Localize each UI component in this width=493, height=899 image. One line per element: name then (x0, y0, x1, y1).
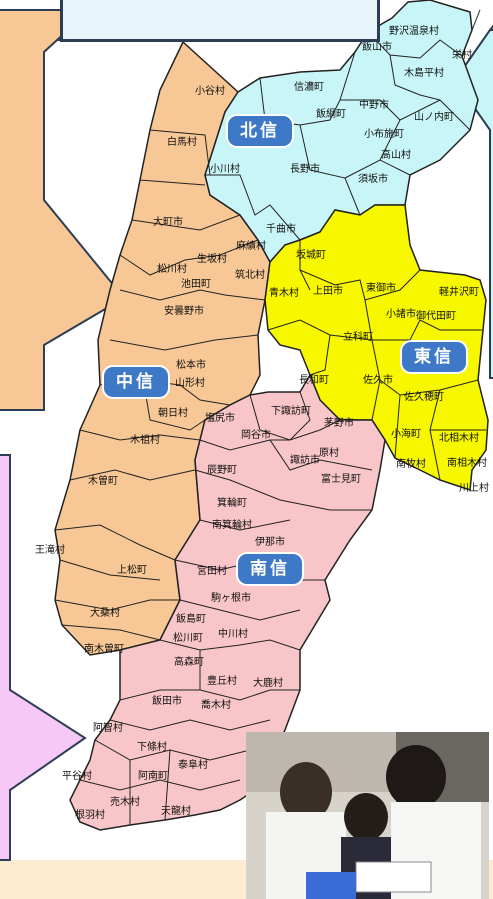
municipality-label-nanshin-16: 豊丘村 (207, 674, 237, 687)
municipality-label-chushin-7: 筑北村 (235, 268, 265, 281)
municipality-label-nanshin-5: 原村 (319, 446, 339, 459)
municipality-label-nanshin-0: 下諏訪町 (271, 404, 311, 417)
region-toushin (264, 204, 489, 492)
region-badge-hokushin: 北信 (228, 116, 292, 146)
municipality-label-chushin-18: 大桑村 (90, 606, 120, 619)
municipality-label-toushin-12: 南相木村 (447, 456, 487, 469)
municipality-label-toushin-8: 佐久穂町 (404, 390, 444, 403)
municipality-label-chushin-6: 池田町 (181, 277, 211, 290)
municipality-label-chushin-5: 松川村 (157, 262, 187, 275)
municipality-label-chushin-3: 麻績村 (236, 239, 266, 252)
municipality-label-nanshin-12: 飯島町 (176, 612, 206, 625)
municipality-label-hokushin-14: 坂城町 (296, 249, 326, 261)
municipality-label-toushin-13: 川上村 (459, 481, 489, 494)
municipality-label-chushin-4: 生坂村 (197, 252, 227, 265)
municipality-label-toushin-9: 小海町 (391, 427, 421, 440)
municipality-label-chushin-15: 木曽町 (88, 474, 118, 487)
municipality-label-nanshin-1: 岡谷市 (241, 428, 271, 441)
municipality-label-nanshin-27: 天龍村 (161, 804, 191, 817)
photo-art (246, 732, 489, 899)
municipality-label-chushin-1: 白馬村 (167, 135, 197, 148)
municipality-label-hokushin-6: 中野市 (359, 98, 389, 111)
municipality-label-nanshin-3: 辰野町 (207, 464, 237, 476)
municipality-label-hokushin-2: 飯山市 (362, 40, 392, 53)
municipality-label-hokushin-8: 小布施町 (364, 127, 404, 140)
coast-line (471, 9, 481, 31)
municipality-label-nanshin-6: 箕輪町 (217, 496, 247, 509)
municipality-label-nanshin-17: 大鹿村 (253, 676, 283, 689)
municipality-label-nanshin-13: 松川町 (173, 631, 203, 644)
municipal-boundaries (54, 31, 486, 825)
municipality-label-chushin-11: 山形村 (175, 376, 205, 389)
municipality-label-nanshin-7: 富士見町 (321, 472, 361, 485)
municipality-label-toushin-2: 軽井沢町 (439, 285, 479, 298)
municipality-label-chushin-0: 小谷村 (195, 84, 225, 97)
municipality-label-chushin-13: 塩尻市 (205, 411, 235, 424)
municipality-label-nanshin-8: 南箕輪村 (212, 518, 252, 531)
municipality-label-hokushin-7: 山ノ内町 (414, 110, 454, 123)
region-badge-chushin: 中信 (104, 367, 168, 397)
students-photo (246, 732, 489, 899)
region-badge-toushin: 東信 (402, 342, 466, 372)
municipality-label-chushin-12: 朝日村 (158, 406, 188, 419)
municipality-label-toushin-4: 御代田町 (416, 309, 456, 322)
municipality-label-hokushin-4: 信濃町 (294, 80, 324, 93)
municipality-label-hokushin-12: 須坂市 (358, 172, 388, 185)
callout-bottom-left (0, 454, 87, 861)
municipality-label-hokushin-13: 千曲市 (266, 222, 296, 235)
municipality-label-nanshin-9: 伊那市 (255, 535, 285, 548)
municipality-label-nanshin-21: 下條村 (137, 740, 167, 753)
municipality-label-toushin-11: 南牧村 (396, 457, 426, 470)
municipality-label-nanshin-22: 泰阜村 (178, 758, 208, 771)
top-callout-box (60, 0, 380, 42)
municipality-label-toushin-3: 小諸市 (386, 307, 416, 320)
municipality-label-nanshin-20: 阿智村 (93, 721, 123, 734)
municipality-label-toushin-7: 佐久市 (363, 373, 393, 386)
municipality-label-toushin-5: 立科町 (343, 330, 373, 343)
municipality-label-nanshin-2: 茅野市 (324, 416, 354, 429)
municipality-label-hokushin-5: 飯綱町 (316, 107, 346, 120)
municipality-label-hokushin-9: 高山村 (381, 148, 411, 161)
municipality-label-toushin-6: 長和町 (299, 374, 329, 386)
region-badge-nanshin: 南信 (238, 554, 302, 584)
municipality-label-hokushin-11: 長野市 (290, 162, 320, 175)
municipality-label-chushin-14: 木祖村 (130, 433, 160, 446)
municipality-label-nanshin-25: 売木村 (110, 795, 140, 808)
municipality-label-hokushin-3: 木島平村 (404, 66, 444, 79)
municipality-label-hokushin-0: 野沢温泉村 (389, 24, 439, 37)
municipality-label-chushin-17: 上松町 (117, 563, 147, 576)
municipality-label-nanshin-18: 飯田市 (152, 694, 182, 707)
municipality-label-toushin-10: 北相木村 (439, 431, 479, 444)
municipality-label-nanshin-23: 平谷村 (62, 769, 92, 782)
municipality-label-hokushin-10: 小川村 (210, 162, 240, 175)
municipality-label-chushin-10: 松本市 (176, 358, 206, 371)
municipality-label-nanshin-14: 中川村 (218, 627, 248, 640)
municipality-label-nanshin-24: 阿南町 (138, 769, 168, 782)
municipality-label-chushin-8: 青木村 (269, 286, 299, 299)
municipality-label-nanshin-10: 宮田村 (197, 564, 227, 577)
municipality-label-toushin-1: 東御市 (366, 281, 396, 294)
municipality-label-toushin-0: 上田市 (313, 284, 343, 297)
municipality-label-chushin-16: 王滝村 (35, 543, 65, 556)
municipality-label-hokushin-1: 栄村 (452, 48, 472, 61)
municipality-label-chushin-9: 安曇野市 (164, 304, 204, 317)
municipality-label-nanshin-4: 諏訪市 (290, 453, 320, 466)
municipality-label-nanshin-19: 喬木村 (201, 698, 231, 711)
municipality-label-nanshin-11: 駒ヶ根市 (211, 591, 251, 604)
municipality-label-chushin-2: 大町市 (153, 215, 183, 228)
municipality-label-nanshin-26: 根羽村 (75, 808, 105, 821)
municipality-label-nanshin-15: 高森町 (174, 655, 204, 668)
municipality-label-chushin-19: 南木曽町 (84, 642, 124, 655)
